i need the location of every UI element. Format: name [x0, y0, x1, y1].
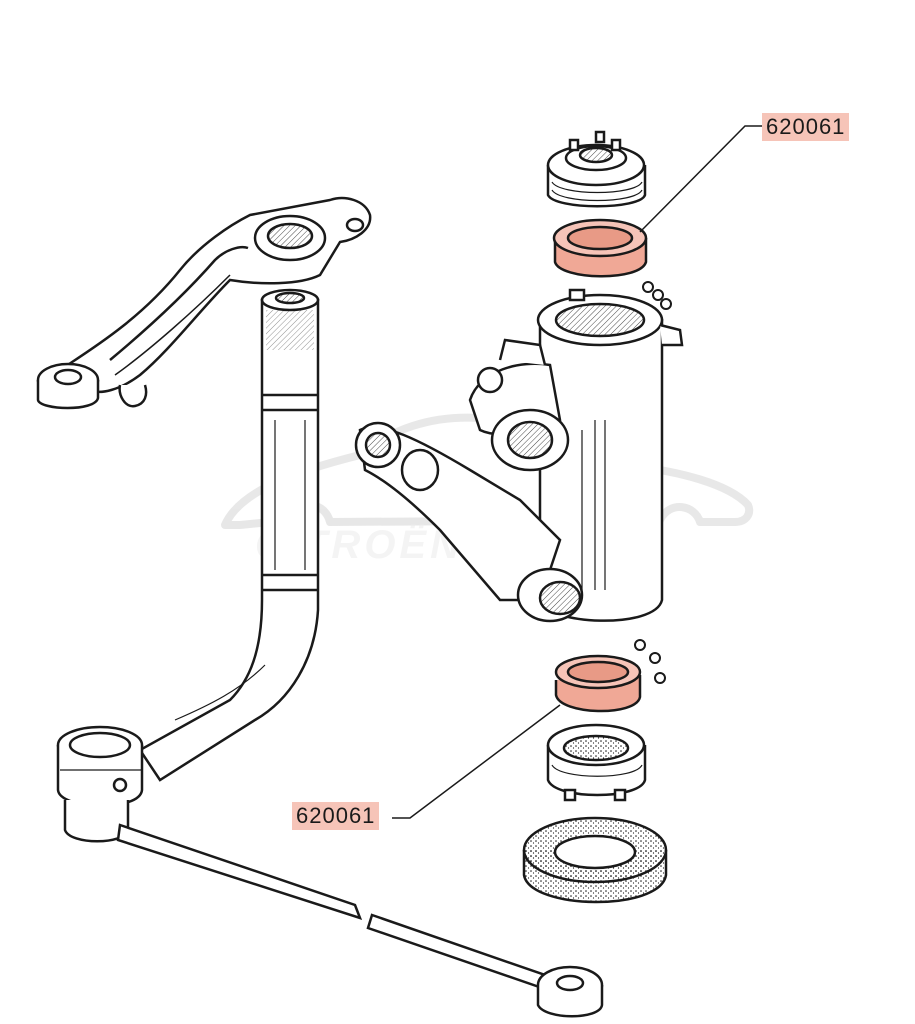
steering-arm-icon: [36, 196, 372, 410]
steering-box-housing-icon: [354, 288, 684, 623]
nut-icon: [546, 723, 647, 802]
bearing-cup-icon: [554, 654, 642, 713]
drag-link-icon: [116, 823, 604, 1018]
leader-line-top: [639, 125, 762, 233]
leader-lines: [392, 125, 762, 819]
bearing-cup-icon: [552, 218, 648, 278]
nut-icon: [546, 130, 647, 208]
ball-bearing-icon: [634, 639, 666, 684]
part-number-label-bottom: 620061: [292, 802, 380, 830]
ball-bearing-icon: [642, 281, 672, 310]
part-number-label-top: 620061: [762, 113, 850, 141]
leader-line-bottom: [392, 704, 561, 819]
seal-ring-icon: [522, 816, 668, 904]
steering-shaft-icon: [138, 288, 320, 782]
ball-joint-icon: [56, 725, 144, 843]
